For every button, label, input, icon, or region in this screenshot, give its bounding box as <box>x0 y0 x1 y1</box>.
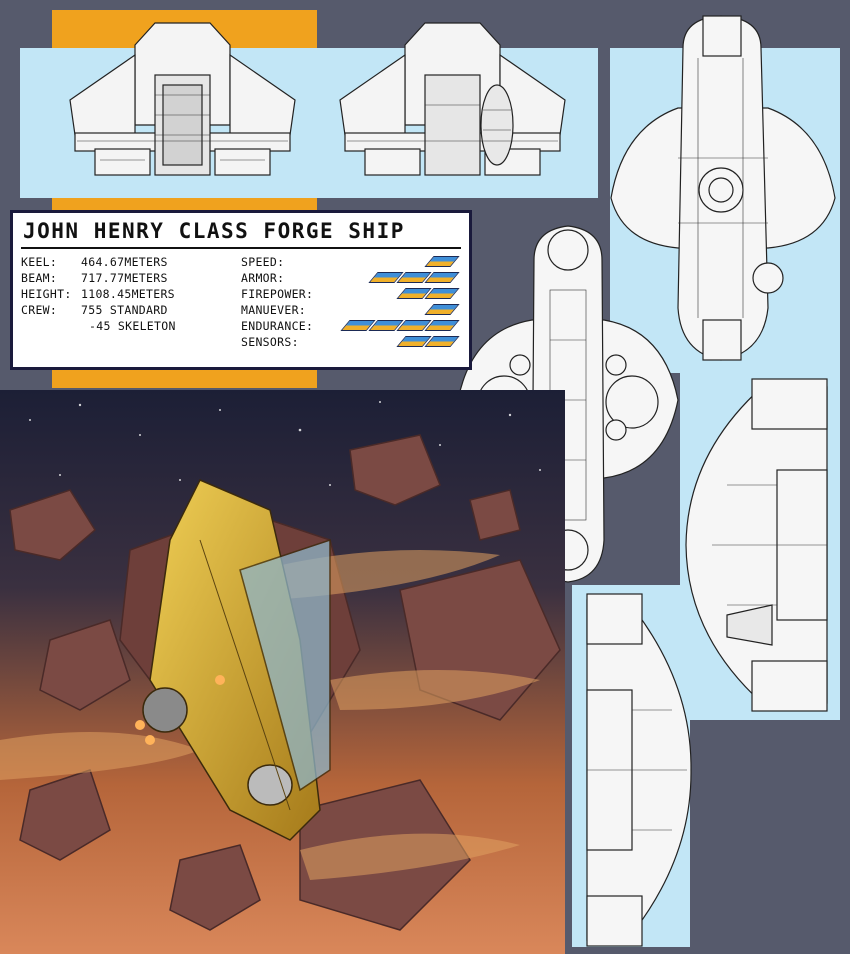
height-label: HEIGHT: <box>21 287 72 301</box>
beam-value: 717.77METERS <box>81 271 168 285</box>
asteroid-field-illustration <box>0 390 565 954</box>
firepower-label: FIREPOWER: <box>241 287 314 301</box>
rating-segment <box>424 256 460 267</box>
endurance-rating <box>335 320 460 331</box>
endurance-label: ENDURANCE: <box>241 319 314 333</box>
armor-label: ARMOR: <box>241 271 285 285</box>
top-view <box>610 15 836 361</box>
side-view-right <box>685 378 828 712</box>
stars <box>29 401 541 486</box>
firepower-rating <box>335 288 460 299</box>
speed-label: SPEED: <box>241 255 285 269</box>
speed-rating <box>335 256 460 267</box>
crew-value: 755 STANDARD <box>81 303 168 317</box>
keel-value: 464.67METERS <box>81 255 168 269</box>
maneuver-rating <box>335 304 460 315</box>
front-view <box>69 22 296 176</box>
rear-view <box>339 22 566 176</box>
spec-sheet: JOHN HENRY CLASS FORGE SHIP KEEL: 464.67… <box>10 210 472 370</box>
crew-label: CREW: <box>21 303 58 317</box>
armor-rating <box>335 272 460 283</box>
engine-glows <box>135 675 225 745</box>
sensors-rating <box>335 336 460 347</box>
beam-label: BEAM: <box>21 271 58 285</box>
sensors-label: SENSORS: <box>241 335 299 349</box>
keel-label: KEEL: <box>21 255 58 269</box>
title-rule <box>21 247 461 249</box>
crew-skeleton-value: -45 SKELETON <box>89 319 176 333</box>
maneuver-label: MANUEVER: <box>241 303 307 317</box>
ship-title: JOHN HENRY CLASS FORGE SHIP <box>23 219 405 243</box>
forge-ship <box>142 479 331 841</box>
height-value: 1108.45METERS <box>81 287 175 301</box>
side-view-left <box>586 593 692 947</box>
rating-segment <box>424 304 460 315</box>
